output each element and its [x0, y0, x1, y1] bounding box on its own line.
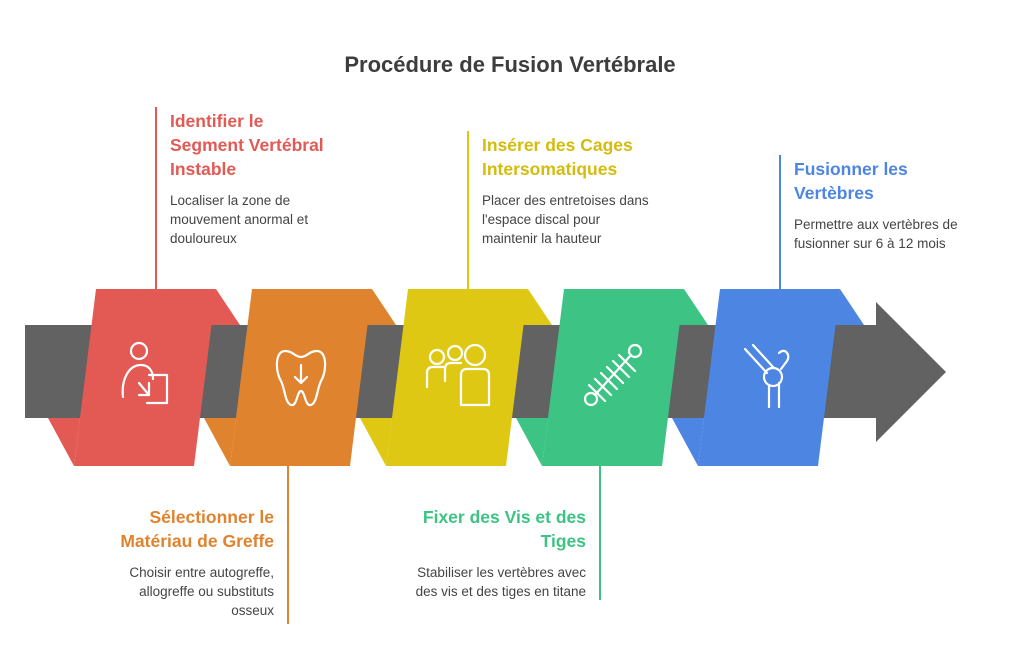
- step-1-title-line: Instable: [170, 159, 237, 179]
- step-2-description: Choisir entre autogreffe, allogreffe ou …: [74, 563, 274, 620]
- step-5-title-line: Vertèbres: [794, 183, 874, 203]
- step-5-fold-bottom: [672, 418, 704, 466]
- step-1-title: Identifier le Segment Vertébral Instable: [170, 109, 370, 181]
- step-2-fold-top: [366, 289, 396, 325]
- step-5-title-line: Fusionner les: [794, 159, 908, 179]
- step-1-text: Identifier le Segment Vertébral Instable…: [170, 109, 370, 248]
- step-3-title: Insérer des Cages Intersomatiques: [482, 133, 692, 181]
- hand-pointing-person-icon: [121, 341, 169, 405]
- step-1-title-line: Identifier le: [170, 111, 264, 131]
- step-4-desc-line: des vis et des tiges en titane: [415, 584, 586, 599]
- step-4-panel: [542, 289, 684, 466]
- step-3-title-line: Intersomatiques: [482, 159, 618, 179]
- step-1-fold-top: [210, 289, 240, 325]
- step-4-description: Stabiliser les vertèbres avec des vis et…: [376, 563, 586, 601]
- step-1-desc-line: Localiser la zone de: [170, 193, 291, 208]
- diagram-title: Procédure de Fusion Vertébrale: [344, 52, 676, 77]
- joint-bones-icon: [743, 343, 790, 409]
- step-2-desc-line: allogreffe ou substituts: [139, 584, 274, 599]
- step-2-desc-line: osseux: [231, 603, 274, 618]
- step-2-desc-line: Choisir entre autogreffe,: [129, 565, 274, 580]
- step-3-panel: [386, 289, 528, 466]
- step-5-title: Fusionner les Vertèbres: [794, 157, 999, 205]
- step-4-title: Fixer des Vis et des Tiges: [376, 505, 586, 553]
- step-1-fold-bottom: [48, 418, 80, 466]
- step-3-title-line: Insérer des Cages: [482, 135, 633, 155]
- step-2-title: Sélectionner le Matériau de Greffe: [74, 505, 274, 553]
- step-4-title-line: Tiges: [540, 531, 586, 551]
- step-3-desc-line: maintenir la hauteur: [482, 231, 602, 246]
- step-2-text: Sélectionner le Matériau de Greffe Chois…: [74, 505, 274, 620]
- step-2-title-line: Sélectionner le: [149, 507, 275, 527]
- step-5-panel: [698, 289, 840, 466]
- step-4-fold-top: [678, 289, 708, 325]
- step-3-fold-top: [522, 289, 552, 325]
- step-5-description: Permettre aux vertèbres de fusionner sur…: [794, 215, 999, 253]
- step-5-fold-top: [834, 289, 864, 325]
- step-4-title-line: Fixer des Vis et des: [422, 507, 586, 527]
- step-4-text: Fixer des Vis et des Tiges Stabiliser le…: [376, 505, 586, 601]
- step-1-desc-line: douloureux: [170, 231, 237, 246]
- screw-icon: [583, 343, 643, 407]
- step-1-description: Localiser la zone de mouvement anormal e…: [170, 191, 370, 248]
- step-3-description: Placer des entretoises dans l'espace dis…: [482, 191, 692, 248]
- step-3-text: Insérer des Cages Intersomatiques Placer…: [482, 133, 692, 248]
- step-4-desc-line: Stabiliser les vertèbres avec: [417, 565, 586, 580]
- step-3-desc-line: l'espace discal pour: [482, 212, 601, 227]
- step-1-desc-line: mouvement anormal et: [170, 212, 309, 227]
- step-4-fold-bottom: [516, 418, 548, 466]
- step-3-fold-bottom: [360, 418, 392, 466]
- tooth-arrow-icon: [275, 349, 327, 407]
- step-5-desc-line: Permettre aux vertèbres de: [794, 217, 958, 232]
- step-1-title-line: Segment Vertébral: [170, 135, 324, 155]
- step-2-fold-bottom: [204, 418, 236, 466]
- step-5-text: Fusionner les Vertèbres Permettre aux ve…: [794, 157, 999, 253]
- step-2-title-line: Matériau de Greffe: [120, 531, 274, 551]
- step-5-desc-line: fusionner sur 6 à 12 mois: [794, 236, 946, 251]
- step-1-panel: [74, 289, 216, 466]
- arrow-head: [876, 302, 946, 442]
- step-3-desc-line: Placer des entretoises dans: [482, 193, 649, 208]
- group-people-icon: [425, 343, 491, 407]
